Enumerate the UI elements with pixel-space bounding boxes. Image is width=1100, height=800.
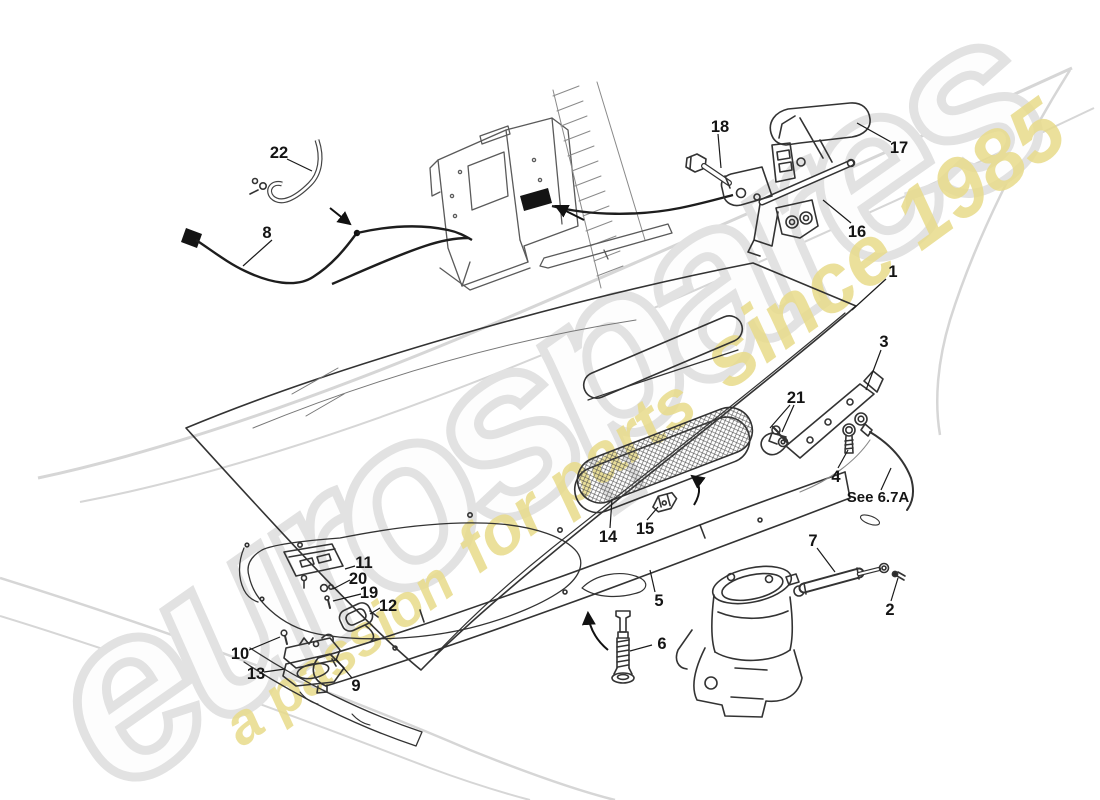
leader-lines xyxy=(242,122,899,679)
mesh-grille-drawing xyxy=(573,406,754,514)
see-note: See 6.7A xyxy=(847,489,910,506)
callout-7: 7 xyxy=(808,532,817,550)
callout-19: 19 xyxy=(360,584,378,602)
ball-stud xyxy=(891,570,899,578)
callout-10: 10 xyxy=(231,645,249,663)
callout-4: 4 xyxy=(831,468,841,486)
release-cable-drawing xyxy=(181,193,734,286)
cable-connector xyxy=(181,228,202,248)
pointer-arrows xyxy=(329,205,706,651)
drain-hose-drawing xyxy=(249,139,323,204)
hinge-assembly-drawing xyxy=(685,102,871,257)
callout-20: 20 xyxy=(349,570,367,588)
callout-8: 8 xyxy=(262,224,271,242)
callout-2: 2 xyxy=(885,601,894,619)
callout-1: 1 xyxy=(888,263,897,281)
sill-rail-drawing xyxy=(539,223,673,269)
callout-18: 18 xyxy=(711,118,729,136)
striker-assembly-drawing xyxy=(760,370,915,511)
callout-labels: 1 2 3 4 5 6 7 8 9 10 11 12 13 14 15 16 1… xyxy=(231,118,910,695)
turret-structure-drawing xyxy=(675,565,803,718)
callout-22: 22 xyxy=(270,144,288,162)
latch-opening-mark xyxy=(520,188,552,211)
callout-11: 11 xyxy=(355,554,372,572)
deck-panel-drawing xyxy=(238,439,881,747)
callout-12: 12 xyxy=(379,597,397,615)
latch-hardware-drawing xyxy=(280,543,379,694)
callout-13: 13 xyxy=(247,665,265,683)
callout-3: 3 xyxy=(879,333,888,351)
screw-drawing xyxy=(611,610,635,684)
callout-14: 14 xyxy=(599,528,618,546)
gas-strut-drawing xyxy=(793,562,906,597)
callout-5: 5 xyxy=(654,592,663,610)
callout-9: 9 xyxy=(351,677,360,695)
callout-16: 16 xyxy=(848,223,866,241)
callout-6: 6 xyxy=(657,635,666,653)
clip-drawing xyxy=(652,491,678,513)
callout-21: 21 xyxy=(787,389,805,407)
callout-15: 15 xyxy=(636,520,654,538)
callout-17: 17 xyxy=(890,139,908,157)
